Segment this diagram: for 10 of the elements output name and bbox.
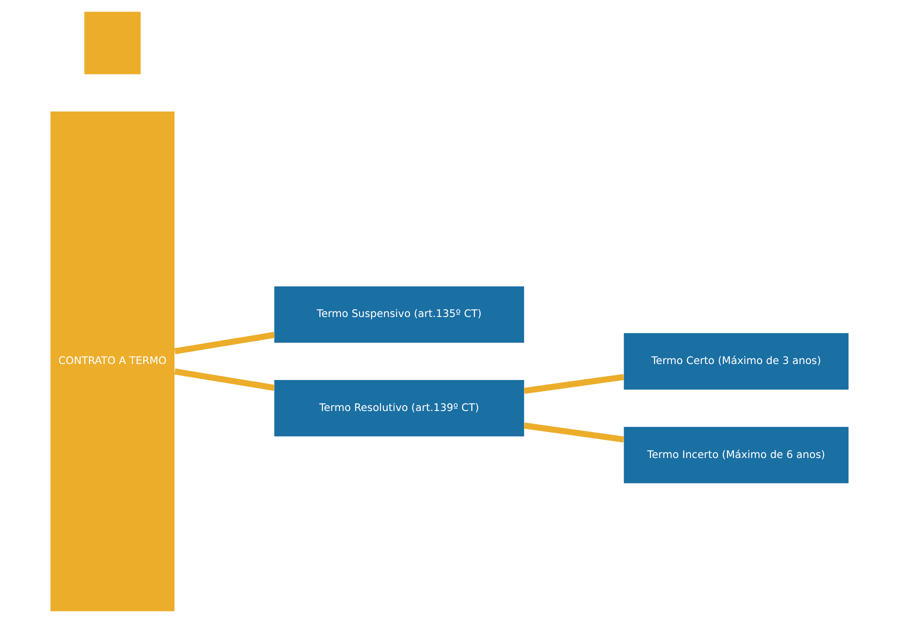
node-box: Termo Certo (Máximo de 3 anos)	[623, 333, 848, 390]
node-box: Termo Incerto (Máximo de 6 anos)	[623, 426, 848, 484]
node-bar	[84, 12, 140, 74]
node-box: CONTRATO A TERMO	[50, 112, 174, 612]
connector	[174, 332, 274, 354]
connector	[174, 368, 274, 391]
connector	[523, 374, 624, 394]
node-box: Termo Resolutivo (art.139º CT)	[274, 380, 524, 436]
connector	[523, 422, 624, 442]
node-box: Termo Suspensivo (art.135º CT)	[274, 286, 524, 343]
